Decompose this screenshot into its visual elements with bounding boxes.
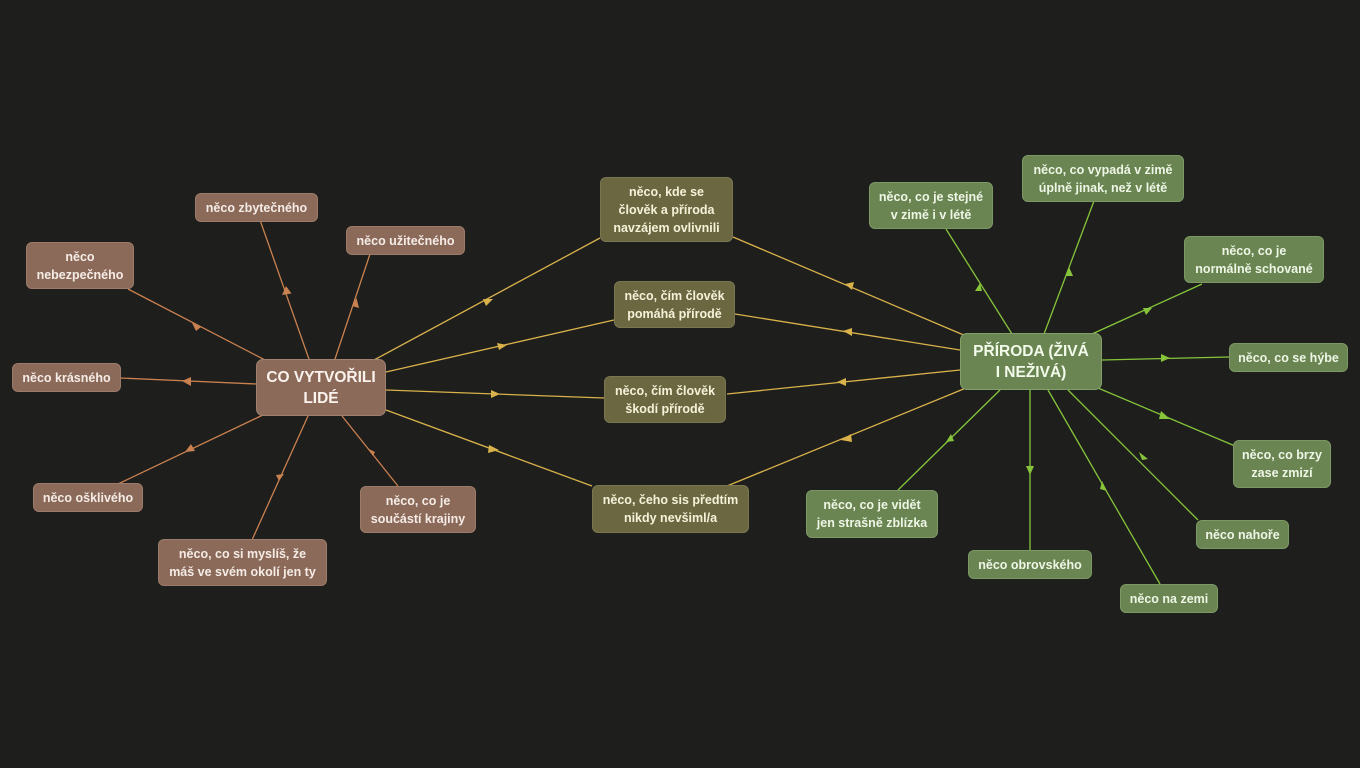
arrow-head	[975, 283, 982, 291]
edge-left-uzitecneho	[333, 253, 371, 363]
arrow-head	[185, 444, 195, 452]
arrow-head	[276, 474, 284, 481]
topic-osklivého[interactable]: něco ošklivého	[33, 483, 143, 512]
topic-hybe[interactable]: něco, co se hýbe	[1229, 343, 1348, 372]
arrow-head	[1026, 466, 1034, 475]
topic-zemi[interactable]: něco na zemi	[1120, 584, 1218, 613]
edge-right-stejne	[945, 228, 1013, 335]
topic-stejne[interactable]: něco, co je stejné v zimě i v létě	[869, 182, 993, 229]
topic-krasneho[interactable]: něco krásného	[12, 363, 121, 392]
topic-zbytecneho[interactable]: něco zbytečného	[195, 193, 318, 222]
arrow-head	[182, 377, 191, 386]
edge-right-nahore	[1067, 389, 1199, 521]
arrow-head	[845, 282, 854, 290]
topic-zblizka[interactable]: něco, co je vidět jen strašně zblízka	[806, 490, 938, 538]
topic-zmizi[interactable]: něco, co brzy zase zmizí	[1233, 440, 1331, 488]
topic-ovlivnili[interactable]: něco, kde se člověk a příroda navzájem o…	[600, 177, 733, 242]
topic-schovane[interactable]: něco, co je normálně schované	[1184, 236, 1324, 283]
topic-pomaha[interactable]: něco, čím člověk pomáhá přírodě	[614, 281, 735, 328]
arrow-head	[843, 328, 852, 336]
topic-vypada[interactable]: něco, co vypadá v zimě úplně jinak, než …	[1022, 155, 1184, 202]
central-topic-priroda[interactable]: PŘÍRODA (ŽIVÁ I NEŽIVÁ)	[960, 333, 1102, 390]
arrow-head	[282, 286, 292, 295]
topic-skodi[interactable]: něco, čím člověk škodí přírodě	[604, 376, 726, 423]
arrow-head	[1066, 267, 1073, 276]
topic-obrovskeho[interactable]: něco obrovského	[968, 550, 1092, 579]
arrow-head	[1100, 481, 1107, 491]
edge-left-nebezpecneho	[127, 288, 266, 361]
arrow-head	[491, 390, 500, 398]
arrow-head	[1161, 354, 1170, 362]
arrow-head	[1139, 452, 1148, 460]
arrow-head	[946, 434, 954, 442]
arrow-head	[352, 298, 359, 308]
arrow-head	[488, 445, 499, 453]
central-topic-people-made[interactable]: CO VYTVOŘILI LIDÉ	[256, 359, 386, 416]
arrow-head	[1159, 411, 1170, 419]
arrow-head	[497, 343, 507, 350]
arrow-head	[367, 448, 375, 456]
topic-myslis[interactable]: něco, co si myslíš, že máš ve svém okolí…	[158, 539, 327, 586]
topic-nevsiml[interactable]: něco, čeho sis předtím nikdy nevšiml/a	[592, 485, 749, 533]
topic-nebezpecneho[interactable]: něco nebezpečného	[26, 242, 134, 289]
arrow-head	[837, 378, 846, 386]
topic-soucasti[interactable]: něco, co je součástí krajiny	[360, 486, 476, 533]
arrow-head	[192, 323, 201, 331]
arrow-head	[1143, 308, 1152, 315]
topic-uzitecneho[interactable]: něco užitečného	[346, 226, 465, 255]
arrow-head	[841, 434, 852, 442]
topic-nahore[interactable]: něco nahoře	[1196, 520, 1289, 549]
arrow-head	[483, 299, 493, 306]
